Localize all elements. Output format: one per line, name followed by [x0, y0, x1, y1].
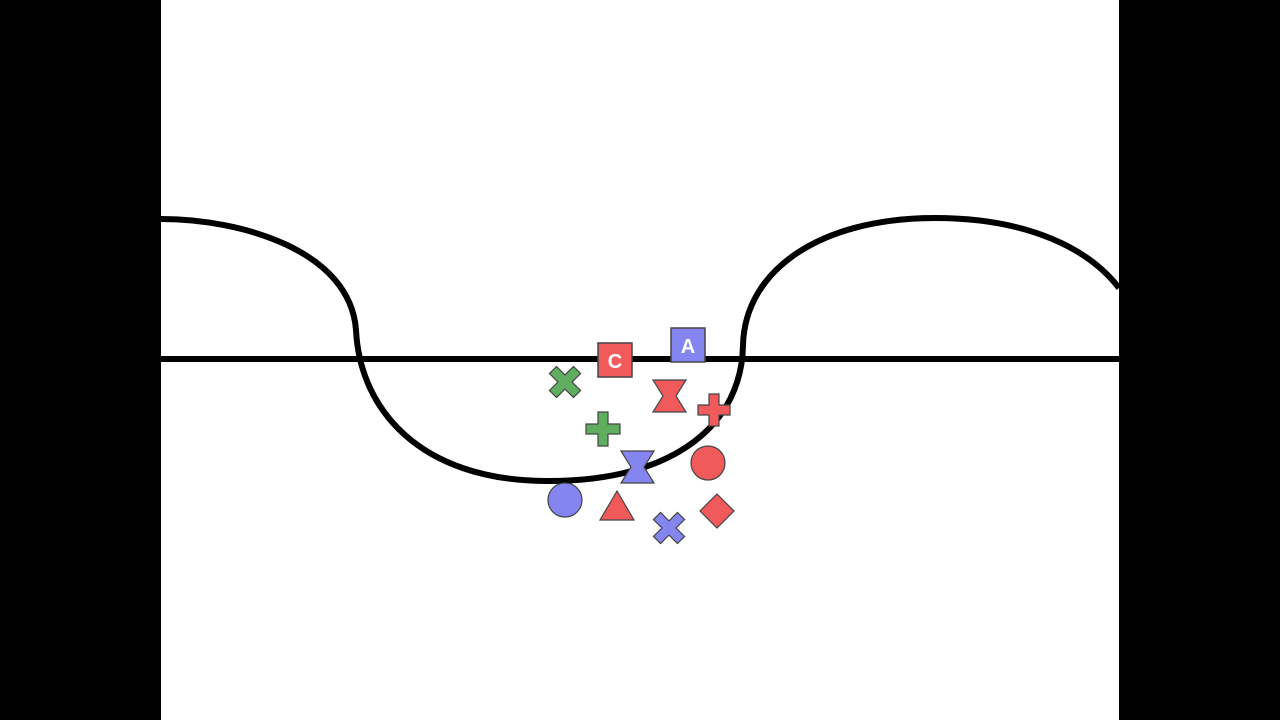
hourglass-blue[interactable] [619, 450, 656, 484]
square-a[interactable]: A [670, 327, 706, 363]
cross-blue[interactable] [645, 504, 693, 552]
shapes-layer: C A [541, 327, 735, 552]
square-c[interactable]: C [597, 342, 633, 378]
square-c-body [597, 342, 633, 378]
right-letterbox [1119, 0, 1280, 720]
circle-blue[interactable] [547, 482, 583, 518]
hourglass-red[interactable] [651, 379, 688, 413]
square-a-label: A [681, 336, 695, 358]
circle-red[interactable] [690, 445, 726, 481]
square-a-body [670, 327, 706, 363]
triangle-red[interactable] [598, 489, 636, 521]
diamond-red[interactable] [699, 493, 735, 529]
wavy-curve [160, 214, 1122, 485]
left-letterbox [0, 0, 161, 720]
cross-green[interactable] [541, 358, 589, 406]
square-c-label: C [608, 351, 622, 373]
plus-green[interactable] [585, 411, 621, 447]
plus-red[interactable] [697, 393, 731, 427]
lines-layer [160, 214, 1122, 485]
